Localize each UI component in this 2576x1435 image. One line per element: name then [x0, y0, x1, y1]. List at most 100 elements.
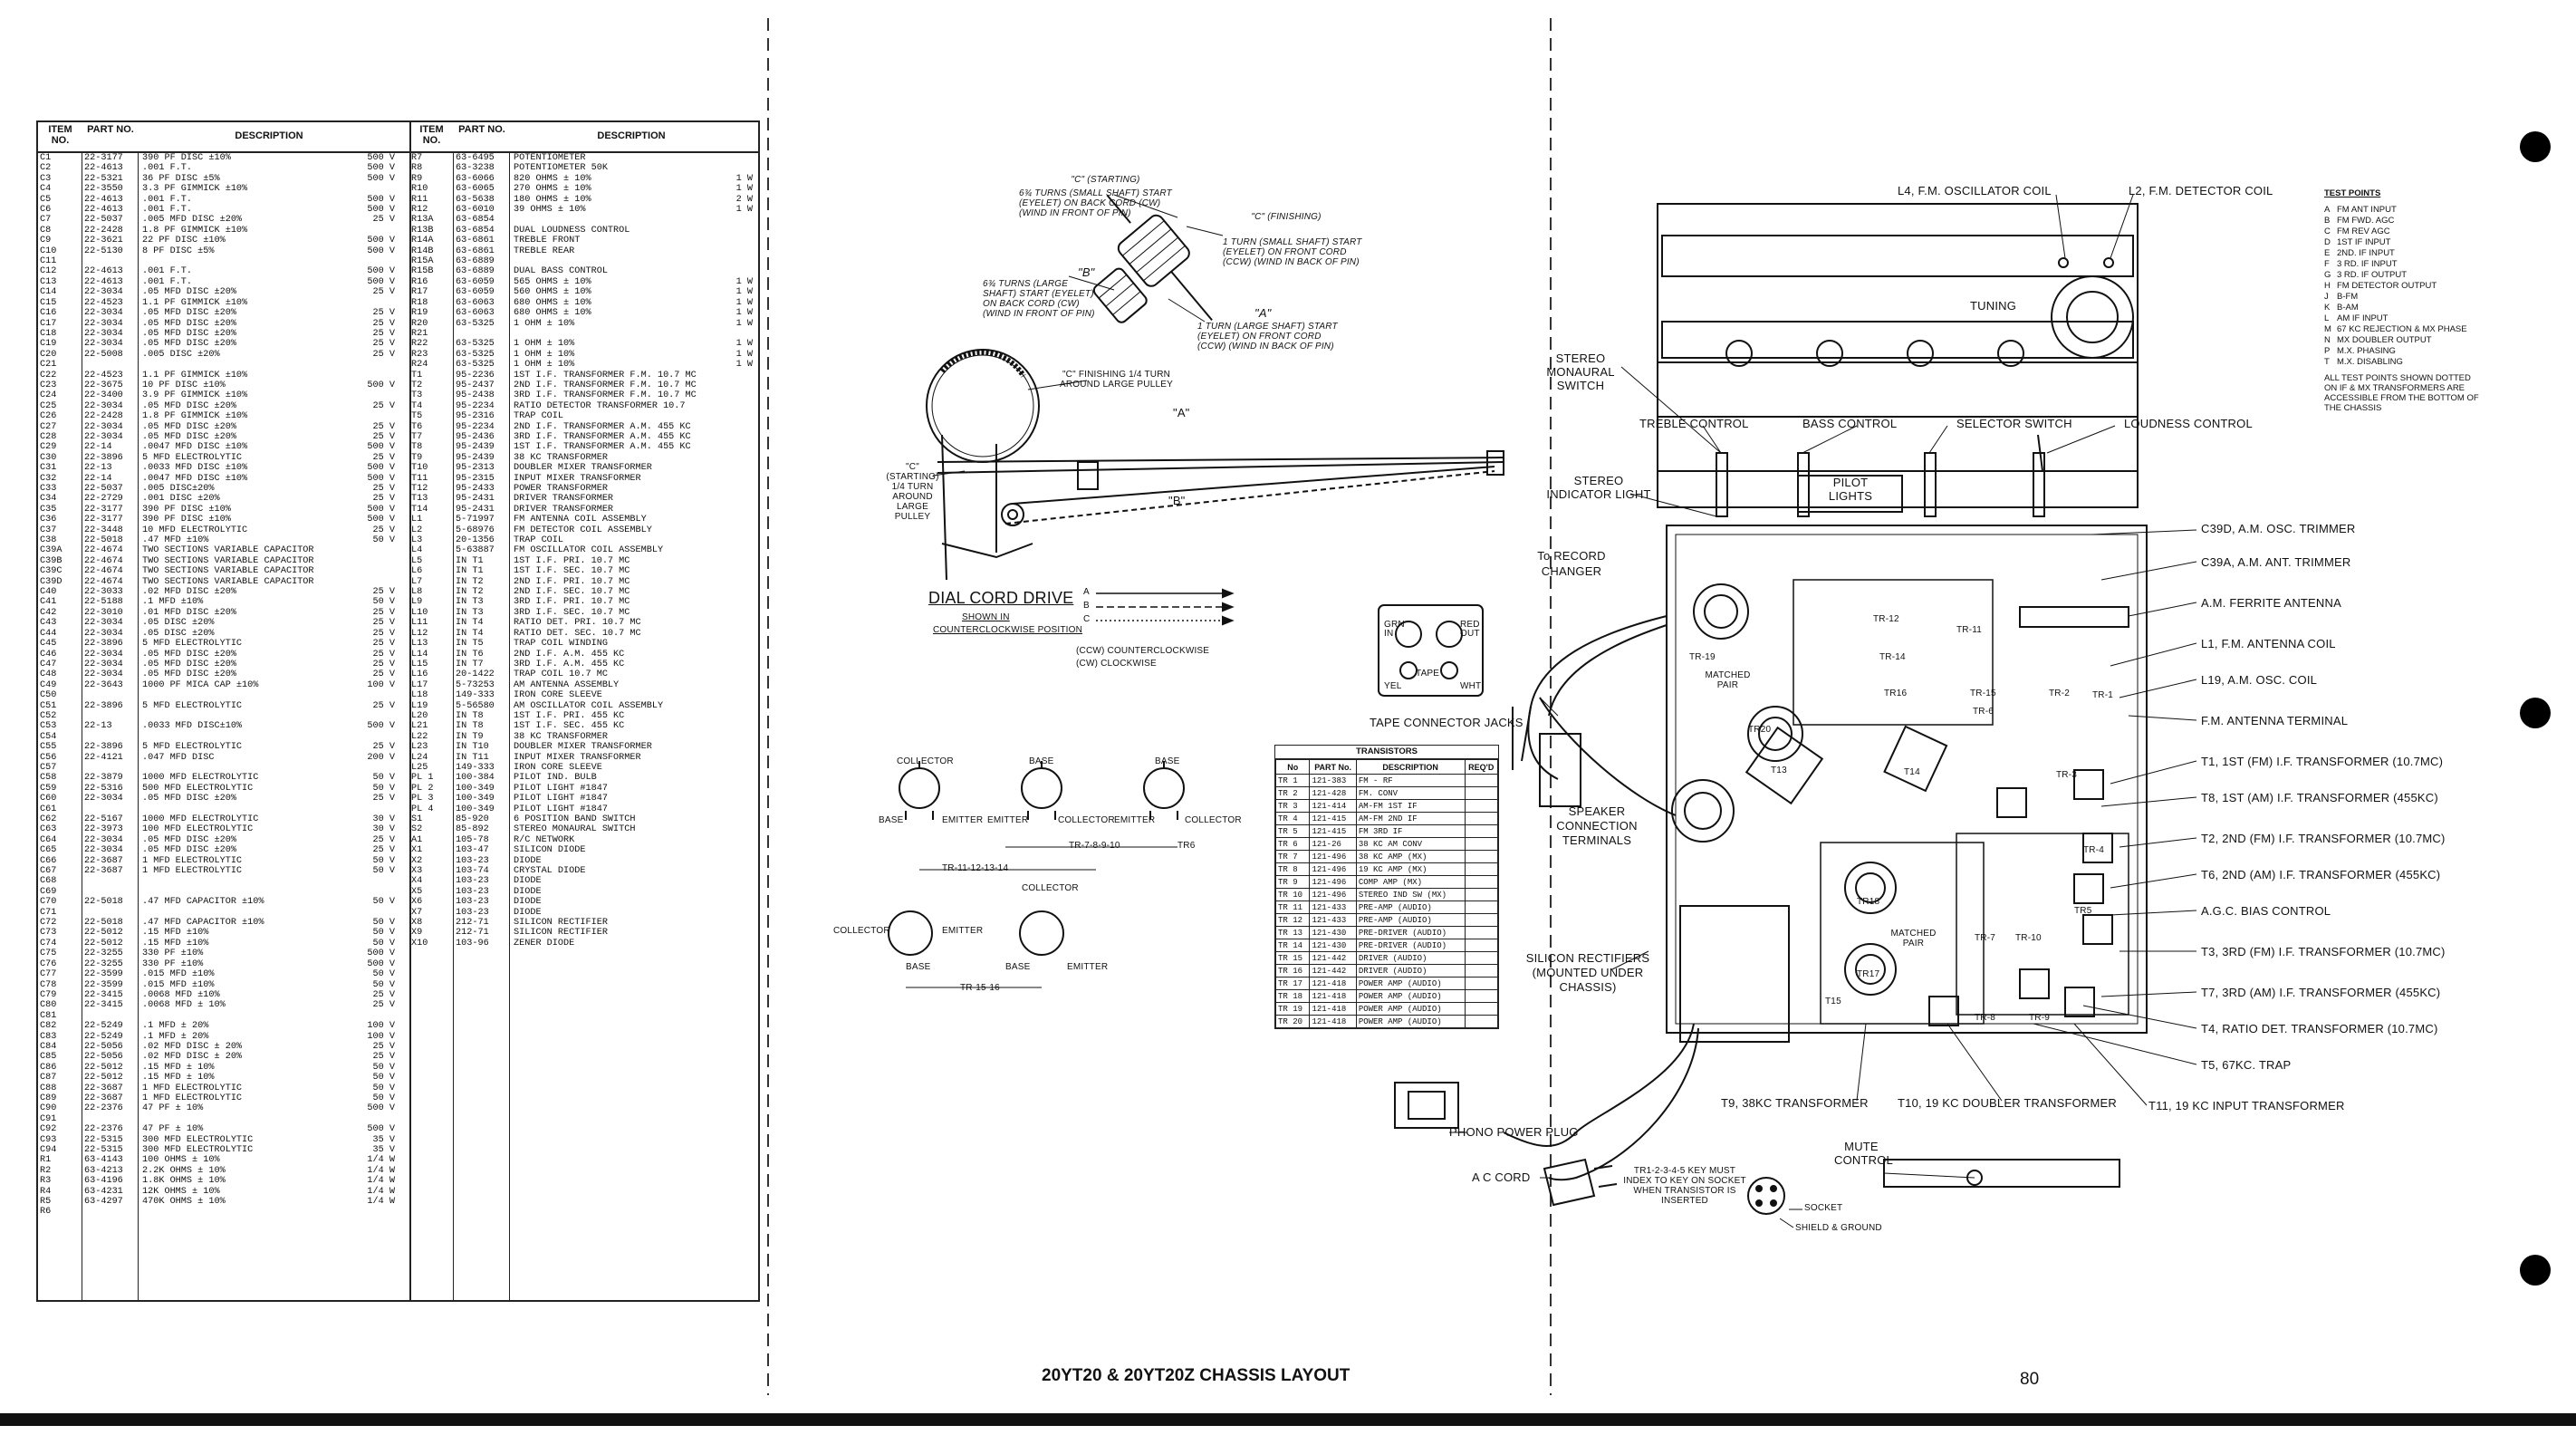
- part-item: C54: [40, 731, 57, 742]
- header-desc: DESCRIPTION: [235, 130, 303, 141]
- part-rating: 25 V: [372, 845, 395, 856]
- part-item: T4: [411, 400, 423, 411]
- part-number: 22-4674: [84, 566, 123, 577]
- part-description: PILOT LIGHT #1847: [514, 783, 608, 794]
- label-bass: BASS CONTROL: [1802, 417, 1898, 430]
- part-item: C56: [40, 752, 57, 763]
- part-number: 22-14: [84, 473, 112, 484]
- part-number: 212-71: [456, 928, 489, 939]
- part-item: C33: [40, 484, 57, 494]
- transistor-position-label: T15: [1825, 997, 1841, 1006]
- dial-cord-drawing: [926, 194, 1504, 626]
- part-rating: 500 V: [367, 515, 395, 525]
- part-description: SILICON DIODE: [514, 845, 586, 856]
- part-item: C67: [40, 866, 57, 877]
- label-l4: L4, F.M. OSCILLATOR COIL: [1898, 184, 2052, 197]
- part-rating: 25 V: [372, 587, 395, 598]
- part-description: TWO SECTIONS VARIABLE CAPACITOR: [142, 576, 314, 587]
- part-description: 180 OHMS ± 10%: [514, 194, 591, 205]
- part-rating: 25 V: [372, 834, 395, 845]
- transistor-position-label: TR-12: [1873, 614, 1899, 624]
- part-number: 63-5325: [456, 339, 495, 350]
- transistor-part: 121-418: [1309, 989, 1357, 1003]
- part-item: C16: [40, 308, 57, 319]
- part-item: C39C: [40, 566, 62, 577]
- parts-row: C68: [38, 876, 397, 886]
- part-item: PL 4: [411, 804, 434, 814]
- transistor-reqd: [1464, 774, 1498, 787]
- part-item: L1: [411, 515, 423, 525]
- tr-base-2: BASE: [1155, 756, 1180, 766]
- part-number: 22-2729: [84, 494, 123, 505]
- part-item: T3: [411, 390, 423, 401]
- part-item: C2: [40, 163, 52, 174]
- c-finishing-label: "C" FINISHING 1/4 TURN AROUND LARGE PULL…: [1060, 370, 1173, 390]
- transistor-reqd: [1464, 888, 1498, 901]
- test-point-key: G: [2324, 270, 2331, 280]
- part-rating: 1/4 W: [367, 1155, 395, 1166]
- test-point-key: N: [2324, 335, 2331, 345]
- part-description: DRIVER TRANSFORMER: [514, 504, 614, 515]
- part-description: 2ND I.F. TRANSFORMER F.M. 10.7 MC: [514, 380, 697, 390]
- transistor-part: 121-428: [1309, 786, 1357, 800]
- test-point-desc: M.X. PHASING: [2337, 346, 2396, 356]
- part-number: 22-3177: [84, 504, 123, 515]
- part-number: 100-349: [456, 804, 495, 814]
- part-rating: 50 V: [372, 783, 395, 794]
- transistor-no: TR 16: [1274, 964, 1311, 978]
- part-number: 95-2439: [456, 452, 495, 463]
- part-item: C47: [40, 659, 57, 669]
- part-description: .047 MFD DISC: [142, 752, 215, 763]
- part-item: C85: [40, 1052, 57, 1063]
- part-item: C58: [40, 773, 57, 784]
- part-item: T12: [411, 484, 428, 494]
- transistor-part: 121-496: [1309, 850, 1357, 863]
- transistor-part: 121-442: [1309, 964, 1357, 978]
- part-item: X8: [411, 918, 423, 929]
- parts-list-header-left: ITEM NO. PART NO. DESCRIPTION: [38, 122, 409, 153]
- part-rating: 500 V: [367, 380, 395, 390]
- part-number: 22-5012: [84, 1062, 123, 1073]
- part-item: S2: [411, 824, 423, 835]
- part-description: 1 MFD ELECTROLYTIC: [142, 855, 243, 866]
- part-rating: 25 V: [372, 639, 395, 650]
- part-number: 63-6861: [456, 246, 495, 256]
- test-point-desc: B-AM: [2337, 303, 2359, 313]
- part-description: DIODE: [514, 907, 542, 918]
- label-l2: L2, F.M. DETECTOR COIL: [2129, 184, 2273, 197]
- test-point-desc: FM FWD. AGC: [2337, 216, 2395, 226]
- part-number: 22-3687: [84, 1083, 123, 1093]
- part-number: 22-2376: [84, 1103, 123, 1114]
- transistor-position-label: TR-10: [2015, 933, 2042, 943]
- part-description: .1 MFD ±10%: [142, 597, 204, 608]
- part-rating: 1 W: [735, 205, 753, 216]
- part-item: C35: [40, 504, 57, 515]
- part-item: C89: [40, 1093, 57, 1103]
- c-starting-label: "C" (STARTING): [1071, 175, 1140, 185]
- transistor-position-label: TR18: [1857, 897, 1880, 907]
- part-rating: 25 V: [372, 607, 395, 618]
- part-item: L15: [411, 659, 428, 669]
- part-number: 22-14: [84, 442, 112, 453]
- part-number: 63-6059: [456, 287, 495, 298]
- part-item: C94: [40, 1145, 57, 1155]
- parts-row: C91: [38, 1114, 397, 1124]
- tr-base-5: BASE: [1005, 962, 1031, 972]
